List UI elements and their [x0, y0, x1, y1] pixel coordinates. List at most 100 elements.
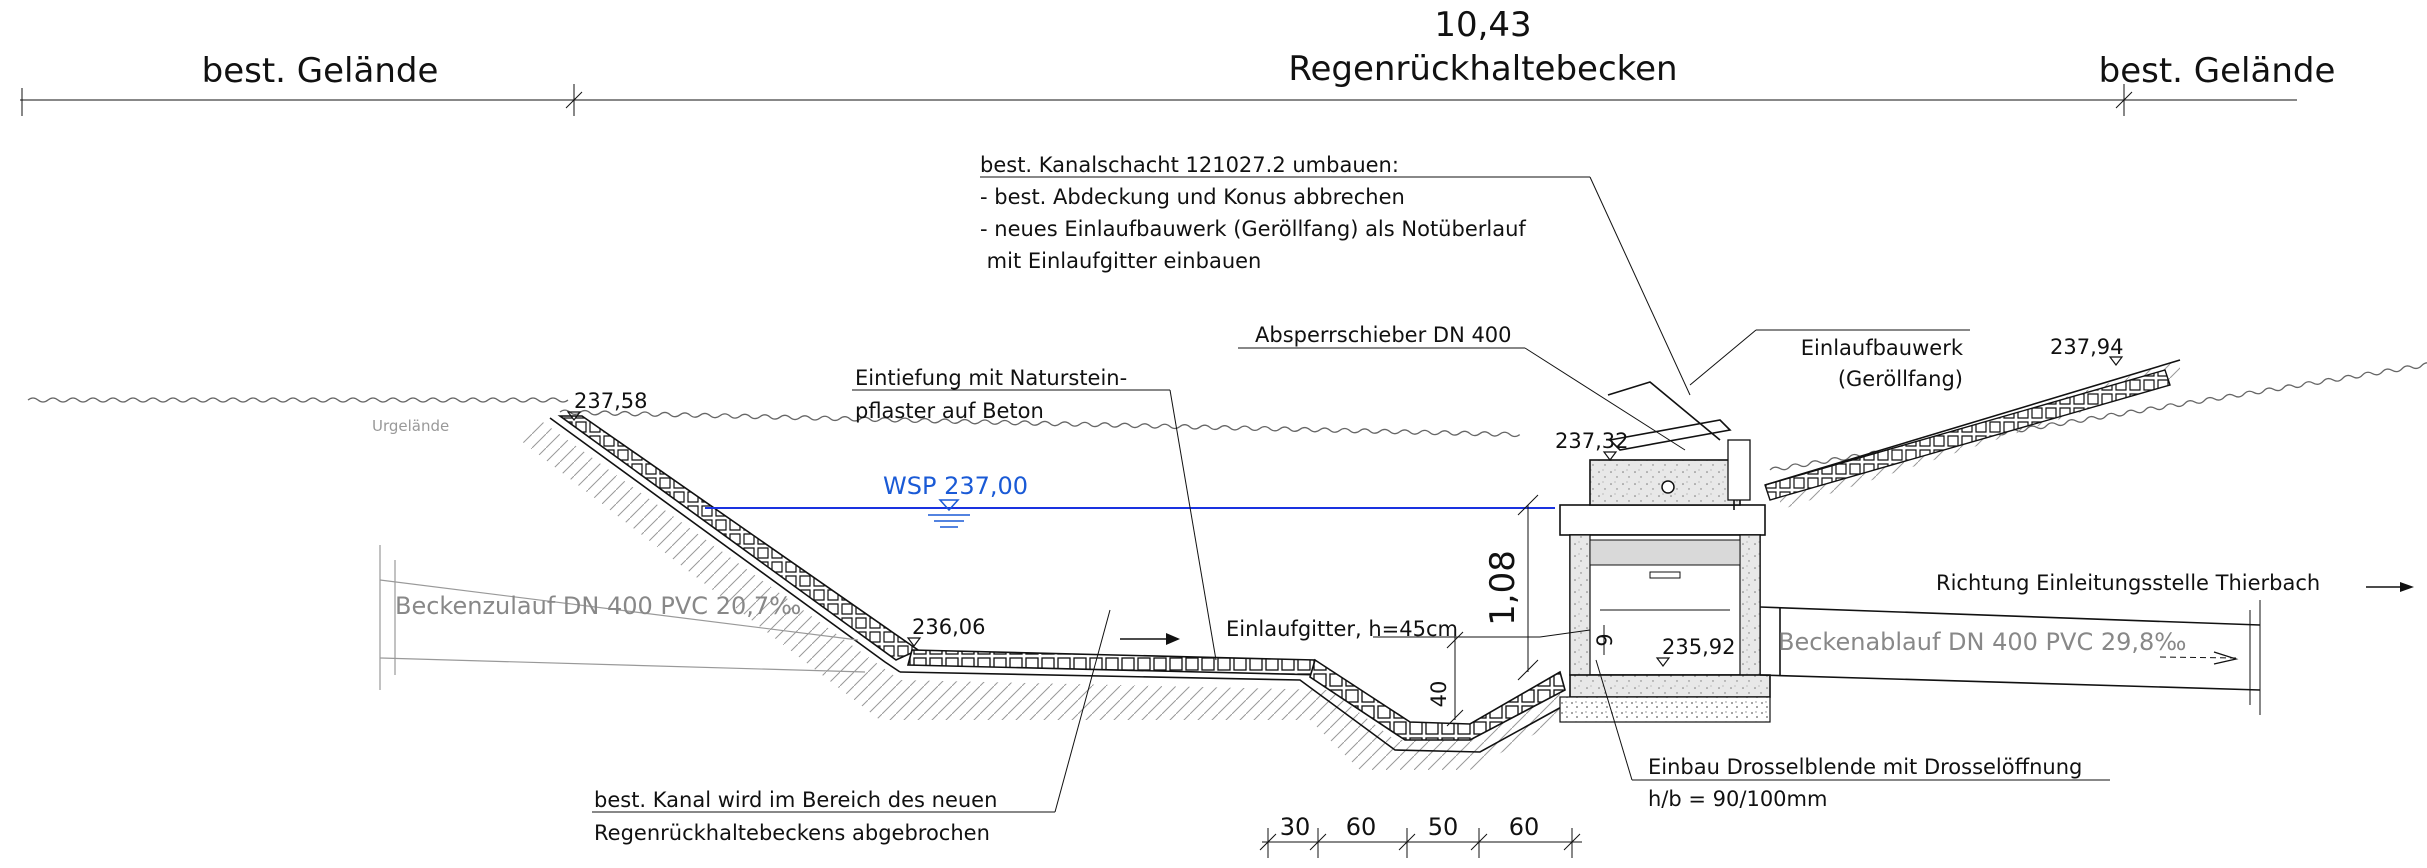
left-slope-pavement	[549, 415, 920, 673]
inlet-pipe-bottom	[379, 657, 866, 673]
einlaufgitter-label: Einlaufgitter, h=45cm	[1226, 617, 1458, 641]
channel-depth-value: 40	[1427, 681, 1451, 708]
kanalschacht-line-3: - neues Einlaufbauwerk (Geröllfang) als …	[980, 217, 1526, 241]
right-slope	[1764, 359, 2181, 501]
drosselblende-line-1: Einbau Drosselblende mit Drosselöffnung	[1648, 755, 2082, 779]
basin-title: Regenrückhaltebecken	[1288, 49, 1677, 89]
right-terrain-label: best. Gelände	[2099, 51, 2336, 91]
absperrschieber-label: Absperrschieber DN 400	[1255, 323, 1512, 347]
outlet-pipe-bottom	[1759, 674, 2261, 691]
shaft-wall-right	[1739, 534, 1761, 676]
dim-slash-right	[2115, 91, 2133, 109]
bottom-dim-slash-1	[1259, 833, 1277, 851]
height-dimension: 1,08 40 9	[1427, 494, 1617, 727]
leader-kanalschacht	[1589, 176, 1691, 396]
leader-einlaufbauwerk	[1689, 329, 1757, 386]
depth-dimension-tick-top	[1446, 631, 1464, 649]
valve-spindle-icon	[1661, 480, 1675, 494]
terrain-wave-middle	[559, 409, 1521, 438]
bottom-segment-4: 60	[1509, 813, 1540, 841]
inlet-pipe-top	[379, 579, 859, 641]
dim-slash-left	[565, 91, 583, 109]
drosselblende-line-2: h/b = 90/100mm	[1648, 787, 1827, 811]
left-slope-stones	[557, 415, 920, 661]
original-terrain-label: Urgelände	[372, 417, 449, 435]
eintiefung-line-1: Eintiefung mit Naturstein-	[855, 366, 1127, 390]
shaft-top-block	[1589, 459, 1741, 506]
elevation-shaft-bottom-icon	[1655, 657, 1671, 667]
leader-drossel	[1595, 659, 1633, 781]
bottom-pavement-left	[906, 649, 1327, 676]
elevation-right-top-icon	[2108, 356, 2124, 366]
bottom-dim-slash-2	[1309, 833, 1327, 851]
terrain-wave-left	[27, 397, 569, 403]
channel-base-line	[899, 671, 1566, 753]
bottom-dim-slash-4	[1470, 833, 1488, 851]
basin-bottom	[899, 649, 1566, 753]
right-slope-line	[1764, 359, 2181, 486]
inlet-grate-hood	[1607, 381, 1721, 441]
channel-pavement	[1309, 658, 1566, 741]
elevation-markers: 237,58 237,94 237,32 236,06 235,92	[566, 335, 2124, 667]
bottom-segment-1: 30	[1280, 813, 1311, 841]
shaft-wall-left	[1569, 534, 1591, 676]
water-level-marker-icon	[938, 499, 960, 512]
bottom-segment-3: 50	[1428, 813, 1459, 841]
kanalschacht-line-2: - best. Abdeckung und Konus abbrechen	[980, 185, 1405, 209]
slot-dimension-value: 9	[1593, 633, 1617, 646]
inlet-pipe: Beckenzulauf DN 400 PVC 20,7‰	[379, 545, 866, 690]
shaft-base	[1569, 674, 1771, 698]
elevation-shaft-top: 237,32	[1555, 429, 1628, 453]
shaft-gravel-bed	[1559, 696, 1771, 723]
outlet-pipe-label: Beckenablauf DN 400 PVC 29,8‰	[1778, 628, 2186, 656]
einlaufbauwerk-line-2: (Geröllfang)	[1838, 367, 1963, 391]
annotations: best. Kanalschacht 121027.2 umbauen: - b…	[594, 153, 2320, 845]
elevation-shaft-bottom: 235,92	[1662, 635, 1735, 659]
shaft-inner-ring	[1589, 539, 1741, 566]
richtung-label: Richtung Einleitungsstelle Thierbach	[1936, 571, 2320, 595]
right-slope-stones	[1764, 369, 2171, 501]
leader-absperrschieber	[1524, 347, 1686, 451]
flow-arrows	[1120, 582, 2414, 645]
earth-under-basin	[520, 420, 1560, 770]
kanalschacht-line-4: mit Einlaufgitter einbauen	[980, 249, 1261, 273]
left-terrain-label: best. Gelände	[202, 51, 439, 91]
direction-arrow-icon	[2400, 582, 2414, 592]
elevation-shaft-top-icon	[1602, 451, 1618, 461]
water-level-label: WSP 237,00	[883, 472, 1028, 500]
kanal-abgebrochen-line-2: Regenrückhaltebeckens abgebrochen	[594, 821, 990, 845]
top-dimension: 10,43 Regenrückhaltebecken best. Gelände…	[20, 5, 2335, 116]
original-terrain: Urgelände	[27, 362, 2427, 471]
kanalschacht-line-1: best. Kanalschacht 121027.2 umbauen:	[980, 153, 1399, 177]
height-dimension-tick-top	[1517, 494, 1539, 516]
outlet-pipe: Beckenablauf DN 400 PVC 29,8‰	[1759, 600, 2261, 715]
outlet-flow-arrow-icon	[2213, 651, 2239, 665]
leader-kanal	[1054, 609, 1111, 813]
elevation-left-top-icon	[566, 411, 582, 421]
einlaufbauwerk-line-1: Einlaufbauwerk	[1801, 336, 1964, 360]
outlet-pipe-top	[1759, 606, 2261, 626]
inlet-pipe-label: Beckenzulauf DN 400 PVC 20,7‰	[395, 592, 801, 620]
inlet-grate-frame	[1608, 419, 1732, 451]
elevation-left-top: 237,58	[574, 389, 647, 413]
leader-einlaufgitter	[1539, 629, 1591, 638]
inlet-structure	[1559, 381, 1771, 723]
elevation-bottom-left-icon	[906, 637, 922, 647]
water-level: WSP 237,00	[705, 472, 1555, 528]
bottom-dimensions: 30 60 50 60	[1259, 813, 1582, 858]
overall-width-value: 10,43	[1434, 5, 1531, 45]
shaft-handle	[1649, 571, 1681, 579]
outlet-pipe-axis	[2159, 656, 2241, 659]
leader-eintiefung	[1169, 389, 1217, 661]
elevation-bottom-left: 236,06	[912, 615, 985, 639]
height-dimension-value: 1,08	[1483, 550, 1523, 626]
bottom-dim-slash-5	[1563, 833, 1581, 851]
basin-flow-arrow-icon	[1166, 633, 1180, 645]
leader-lines	[592, 176, 2110, 813]
kanal-abgebrochen-line-1: best. Kanal wird im Bereich des neuen	[594, 788, 997, 812]
left-slope-base-line	[549, 417, 901, 673]
bottom-dim-slash-3	[1398, 833, 1416, 851]
bottom-segment-2: 60	[1346, 813, 1377, 841]
valve-housing	[1727, 439, 1751, 501]
